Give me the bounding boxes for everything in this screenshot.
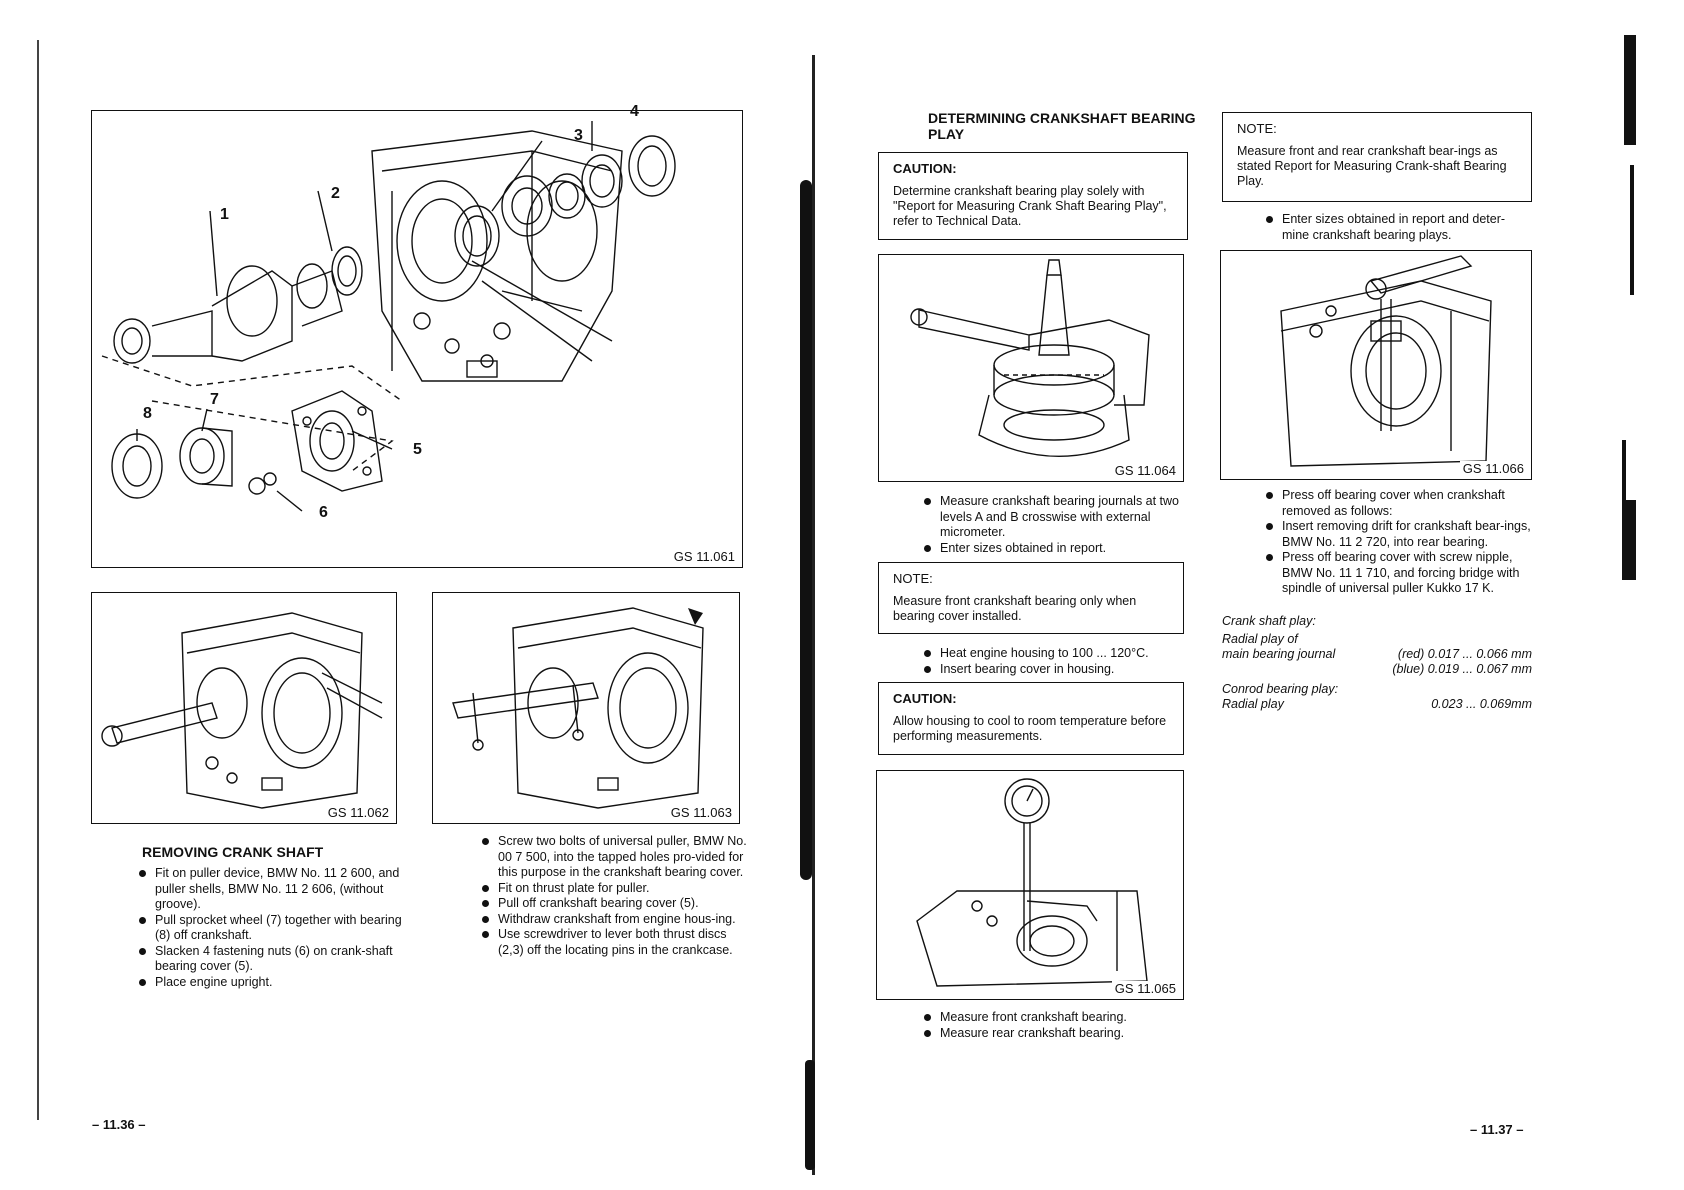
left-margin-line <box>37 40 39 1120</box>
micrometer-drawing <box>910 259 1150 458</box>
note-body: Measure front crankshaft bearing only wh… <box>893 594 1137 623</box>
figure-label-gs-11-066: GS 11.066 <box>1459 461 1527 476</box>
note-box-2: NOTE: Measure front and rear crankshaft … <box>1222 112 1532 202</box>
steps-heat-housing: Heat engine housing to 100 ... 120°C. In… <box>920 646 1190 677</box>
callout-7: 7 <box>210 391 219 408</box>
center-spine-shadow <box>800 180 812 880</box>
puller-device-drawing <box>101 612 383 809</box>
figure-label-gs-11-065: GS 11.065 <box>1111 981 1179 996</box>
callout-6: 6 <box>319 504 328 521</box>
section-title-determining-play: DETERMINING CRANKSHAFT BEARING PLAY <box>928 110 1196 142</box>
spec-heading: Crank shaft play: <box>1222 614 1316 628</box>
steps-measure-journals: Measure crankshaft bearing journals at t… <box>920 494 1190 556</box>
step-item: Measure crankshaft bearing journals at t… <box>920 494 1190 541</box>
callout-3: 3 <box>574 127 583 144</box>
spec-conrod-radial-label: Radial play <box>1222 697 1284 711</box>
step-item: Use screwdriver to lever both thrust dis… <box>478 927 748 958</box>
figure-puller-device: GS 11.062 <box>91 592 397 824</box>
caution-body: Allow housing to cool to room temperatur… <box>893 714 1167 743</box>
figure-universal-puller: GS 11.063 <box>432 592 740 824</box>
caution-box-2: CAUTION: Allow housing to cool to room t… <box>878 682 1184 755</box>
step-item: Enter sizes obtained in report. <box>920 541 1190 557</box>
figure-dial-gauge: GS 11.065 <box>876 770 1184 1000</box>
step-item: Withdraw crankshaft from engine hous-ing… <box>478 912 748 928</box>
caution-box-1: CAUTION: Determine crankshaft bearing pl… <box>878 152 1188 240</box>
universal-puller-drawing <box>452 607 704 809</box>
center-spine-shadow-lower <box>805 1060 815 1170</box>
spec-conrod-value: 0.023 ... 0.069mm <box>1431 697 1532 711</box>
caution-body: Determine crankshaft bearing play solely… <box>893 184 1167 228</box>
note-title: NOTE: <box>1237 121 1277 136</box>
spec-radial-label-1: Radial play of <box>1222 632 1298 646</box>
callout-4: 4 <box>630 103 639 120</box>
page-number-right: – 11.37 – <box>1470 1122 1524 1137</box>
dial-gauge-drawing <box>916 778 1148 987</box>
callout-8: 8 <box>143 405 152 422</box>
spec-radial-label-2: main bearing journal <box>1222 647 1336 661</box>
step-item: Pull sprocket wheel (7) together with be… <box>135 913 405 944</box>
right-margin-mark-2 <box>1630 165 1634 295</box>
spec-red-value: (red) 0.017 ... 0.066 mm <box>1397 647 1532 661</box>
note-box-1: NOTE: Measure front crankshaft bearing o… <box>878 562 1184 634</box>
step-item: Fit on thrust plate for puller. <box>478 881 748 897</box>
steps-enter-sizes: Enter sizes obtained in report and deter… <box>1262 212 1532 243</box>
step-item: Enter sizes obtained in report and deter… <box>1262 212 1532 243</box>
step-item: Measure front crankshaft bearing. <box>920 1010 1190 1026</box>
step-item: Heat engine housing to 100 ... 120°C. <box>920 646 1190 662</box>
note-title: NOTE: <box>893 571 933 586</box>
step-item: Insert removing drift for crankshaft bea… <box>1262 519 1532 550</box>
note-body: Measure front and rear crankshaft bear-i… <box>1237 144 1507 188</box>
page-number-left: – 11.36 – <box>92 1117 146 1132</box>
figure-crankshaft-exploded: 1 2 3 4 5 6 7 8 GS 11.061 <box>91 103 743 568</box>
press-bearing-cover-drawing <box>1280 255 1492 467</box>
spec-conrod-label: Conrod bearing play: <box>1222 682 1339 696</box>
steps-left-column: Fit on puller device, BMW No. 11 2 600, … <box>135 866 405 990</box>
step-item: Screw two bolts of universal puller, BMW… <box>478 834 748 881</box>
callout-2: 2 <box>331 185 340 202</box>
right-margin-mark-1 <box>1624 35 1636 145</box>
step-item: Slacken 4 fastening nuts (6) on crank-sh… <box>135 944 405 975</box>
figure-label-gs-11-063: GS 11.063 <box>667 805 735 820</box>
step-item: Insert bearing cover in housing. <box>920 662 1190 678</box>
step-item: Measure rear crankshaft bearing. <box>920 1026 1190 1042</box>
crankshaft-exploded-drawing <box>101 121 676 512</box>
callout-5: 5 <box>413 441 422 458</box>
step-item: Press off bearing cover with screw nippl… <box>1262 550 1532 597</box>
figure-micrometer: GS 11.064 <box>878 254 1184 482</box>
step-item: Pull off crankshaft bearing cover (5). <box>478 896 748 912</box>
spec-blue-value: (blue) 0.019 ... 0.067 mm <box>1392 662 1532 676</box>
callout-1: 1 <box>220 206 229 223</box>
caution-title: CAUTION: <box>893 161 957 176</box>
steps-measure-bearings: Measure front crankshaft bearing. Measur… <box>920 1010 1190 1041</box>
step-item: Press off bearing cover when crankshaft … <box>1262 488 1532 519</box>
steps-right-column: Screw two bolts of universal puller, BMW… <box>478 834 748 958</box>
caution-title: CAUTION: <box>893 691 957 706</box>
figure-label-gs-11-062: GS 11.062 <box>324 805 392 820</box>
steps-press-off-cover: Press off bearing cover when crankshaft … <box>1262 488 1532 597</box>
step-item: Fit on puller device, BMW No. 11 2 600, … <box>135 866 405 913</box>
center-fold-line <box>812 55 815 1175</box>
right-margin-mark-4 <box>1622 500 1636 580</box>
section-title-removing-crank-shaft: REMOVING CRANK SHAFT <box>142 844 324 860</box>
figure-press-bearing-cover: GS 11.066 <box>1220 250 1532 480</box>
right-margin-mark-3 <box>1622 440 1626 500</box>
step-item: Place engine upright. <box>135 975 405 991</box>
figure-label-gs-11-064: GS 11.064 <box>1111 463 1179 478</box>
figure-label-gs-11-061: GS 11.061 <box>670 549 738 564</box>
